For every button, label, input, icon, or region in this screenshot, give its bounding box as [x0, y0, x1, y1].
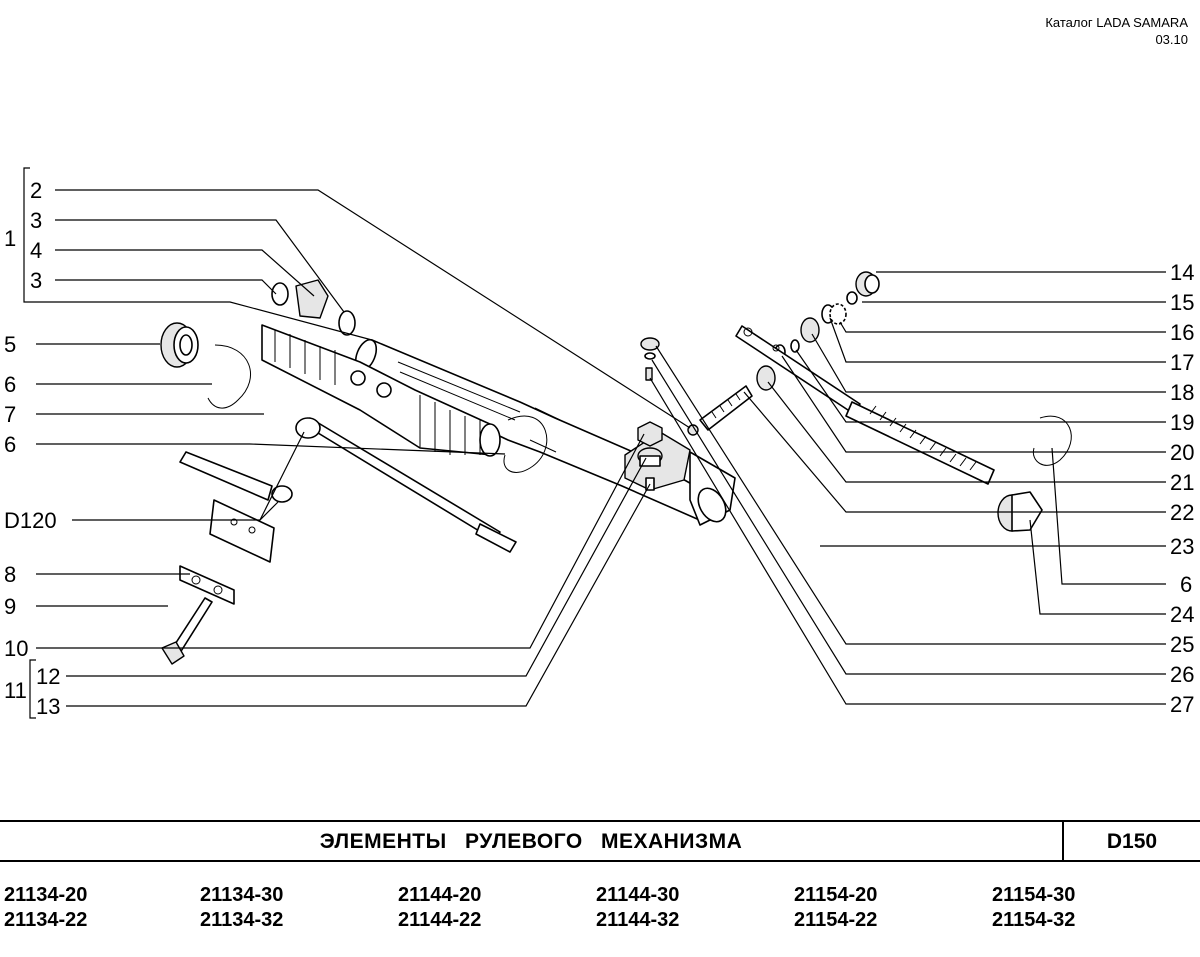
callout-2: 2 [30, 178, 42, 203]
page-title: ЭЛЕМЕНТЫ РУЛЕВОГО МЕХАНИЗМА [319, 830, 743, 853]
bearing-part-18 [800, 317, 820, 343]
leader-lines [23, 167, 1166, 719]
clamp-part-6b [503, 415, 548, 473]
pinion-part-22 [699, 385, 753, 431]
callout-labels: 1 2 3 4 3 5 6 7 6 D120 8 9 10 11 12 13 1… [4, 178, 1194, 719]
model-code: 21134-20 [4, 884, 88, 906]
callout-17: 17 [1170, 350, 1194, 375]
callout-19: 19 [1170, 410, 1194, 435]
callout-21: 21 [1170, 470, 1194, 495]
callout-25: 25 [1170, 632, 1194, 657]
bolt-part-9 [161, 597, 213, 665]
callout-14: 14 [1170, 260, 1194, 285]
callout-5: 5 [4, 332, 16, 357]
model-code: 21144-20 [398, 884, 482, 906]
callout-7: 7 [4, 402, 16, 427]
callout-6b: 6 [4, 432, 16, 457]
callout-26: 26 [1170, 662, 1194, 687]
model-code: 21134-22 [4, 909, 88, 931]
callout-d120: D120 [4, 508, 57, 533]
washer-part-16 [829, 303, 847, 325]
ring-part-19 [790, 339, 800, 353]
exploded-diagram: 1 2 3 4 3 5 6 7 6 D120 8 9 10 11 12 13 1… [4, 167, 1194, 719]
callout-16: 16 [1170, 320, 1194, 345]
catalog-header: Каталог LADA SAMARA 03.10 [1045, 14, 1188, 48]
model-code: 21144-22 [398, 909, 482, 931]
callout-24: 24 [1170, 602, 1194, 627]
callout-13: 13 [36, 694, 60, 719]
bushing-set [271, 279, 356, 336]
callout-20: 20 [1170, 440, 1194, 465]
callout-3a: 3 [30, 208, 42, 233]
model-column: 21154-30 21154-32 [992, 883, 1075, 933]
callout-12: 12 [36, 664, 60, 689]
model-code: 21144-30 [596, 884, 680, 906]
callout-8: 8 [4, 562, 16, 587]
callout-10: 10 [4, 636, 28, 661]
clamp-part-6c [1032, 415, 1072, 466]
title-divider [1062, 822, 1064, 860]
bearing-part-21 [756, 365, 776, 391]
callout-23: 23 [1170, 534, 1194, 559]
model-code: 21154-32 [992, 909, 1076, 931]
ring-part-15 [846, 291, 858, 305]
model-code: 21134-30 [200, 884, 284, 906]
callout-18: 18 [1170, 380, 1194, 405]
callout-1: 1 [4, 226, 16, 251]
boot-part-7 [261, 324, 501, 457]
callout-6c: 6 [1180, 572, 1192, 597]
section-code: D150 [1106, 830, 1158, 853]
callout-9: 9 [4, 594, 16, 619]
callout-3b: 3 [30, 268, 42, 293]
model-column: 21134-20 21134-22 [4, 883, 87, 933]
nut-part-14 [855, 271, 880, 297]
catalog-date: 03.10 [1155, 32, 1188, 47]
model-code: 21144-32 [596, 909, 680, 931]
model-code: 21134-32 [200, 909, 284, 931]
model-column: 21144-20 21144-22 [398, 883, 481, 933]
model-column: 21144-30 21144-32 [596, 883, 679, 933]
title-bar: ЭЛЕМЕНТЫ РУЛЕВОГО МЕХАНИЗМА D150 [0, 820, 1200, 862]
plate-part-8 [179, 499, 275, 605]
model-column: 21134-30 21134-32 [200, 883, 283, 933]
callout-6a: 6 [4, 372, 16, 397]
ball-part [687, 424, 699, 436]
model-code: 21154-30 [992, 884, 1076, 906]
callout-15: 15 [1170, 290, 1194, 315]
rack-part-23 [735, 325, 995, 485]
callout-11: 11 [4, 678, 27, 703]
model-code: 21154-20 [794, 884, 878, 906]
catalog-name: Каталог LADA SAMARA [1045, 15, 1188, 30]
clamp-part-6a [207, 344, 252, 409]
model-column: 21154-20 21154-22 [794, 883, 877, 933]
model-code: 21154-22 [794, 909, 878, 931]
cap-part-5 [160, 322, 199, 368]
callout-22: 22 [1170, 500, 1194, 525]
callout-27: 27 [1170, 692, 1194, 717]
callout-4: 4 [30, 238, 42, 263]
